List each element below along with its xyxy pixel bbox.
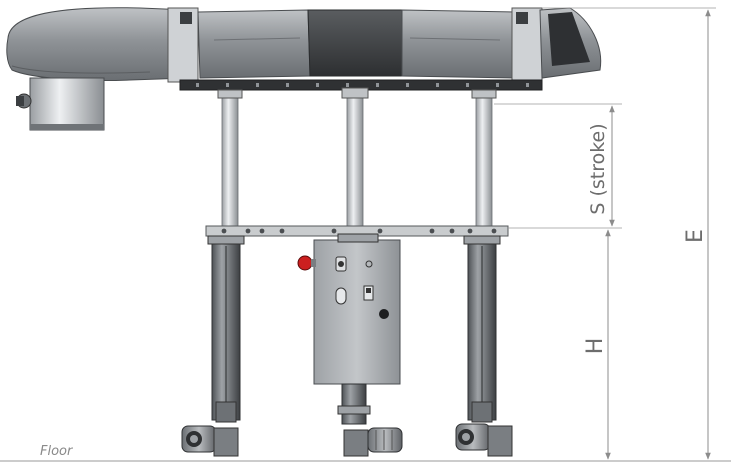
stroke-dimension: [494, 103, 622, 229]
motor-icon: [343, 427, 403, 457]
stroke-label: S (stroke): [587, 123, 609, 214]
control-box: [297, 233, 401, 385]
total-height-label: E: [683, 229, 708, 243]
motor-icon: [181, 425, 239, 457]
stop-button-icon: [379, 309, 389, 319]
indicator-light-icon: [297, 255, 313, 271]
floor-label: Floor: [40, 444, 74, 459]
drive-motors: [181, 423, 513, 457]
lift-columns: [217, 87, 497, 231]
total-height-dimension: [542, 7, 716, 460]
lift-cylinders: [207, 235, 501, 423]
center-cylinder: [337, 383, 371, 425]
motor-icon: [455, 423, 513, 457]
selector-switch-icon: [335, 287, 347, 305]
lamp-head: [6, 7, 602, 131]
base-height-label: H: [583, 338, 608, 355]
